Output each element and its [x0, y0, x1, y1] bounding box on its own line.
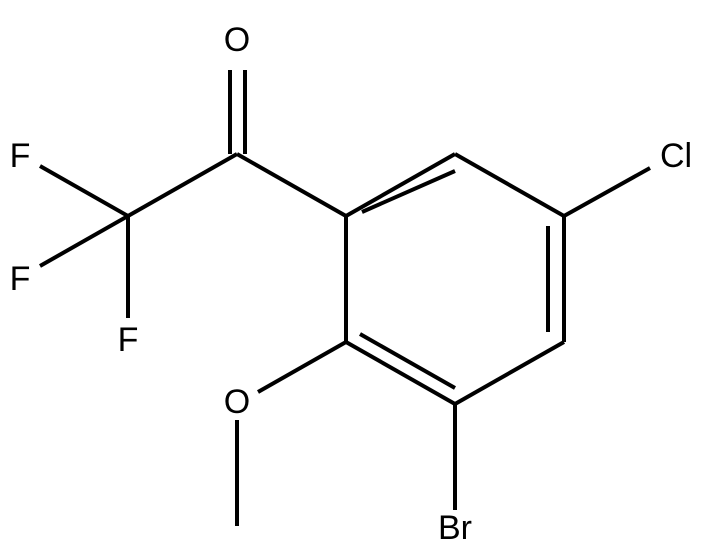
atom-label-fluorine-bottom: F [118, 321, 139, 359]
bond-ring-cl [563, 166, 651, 218]
atom-label-oxygen-methoxy: O [224, 383, 250, 421]
bond-ring-c2-c3 [454, 152, 565, 218]
bond-ring-c5-c6 [345, 340, 456, 406]
bond-carbonyl-ring [236, 152, 347, 218]
atom-label-oxygen-carbonyl: O [224, 21, 250, 59]
bond-ring-c4-c5 [454, 340, 565, 406]
atom-label-fluorine-top: F [10, 137, 31, 175]
bond-cf3-f-top [39, 164, 129, 218]
atom-label-fluorine-middle: F [10, 260, 31, 298]
bond-ring-methoxy-o [257, 340, 347, 394]
bond-carbonyl-cf3 [127, 152, 238, 218]
bond-ring-c1-c2 [345, 152, 456, 218]
atom-label-chlorine: Cl [660, 137, 692, 175]
atom-label-bromine: Br [438, 509, 472, 547]
bond-ring-inner-c5-c6 [359, 332, 456, 390]
bond-ring-inner-c1-c2 [361, 169, 456, 214]
bond-cf3-f-middle [39, 214, 129, 268]
